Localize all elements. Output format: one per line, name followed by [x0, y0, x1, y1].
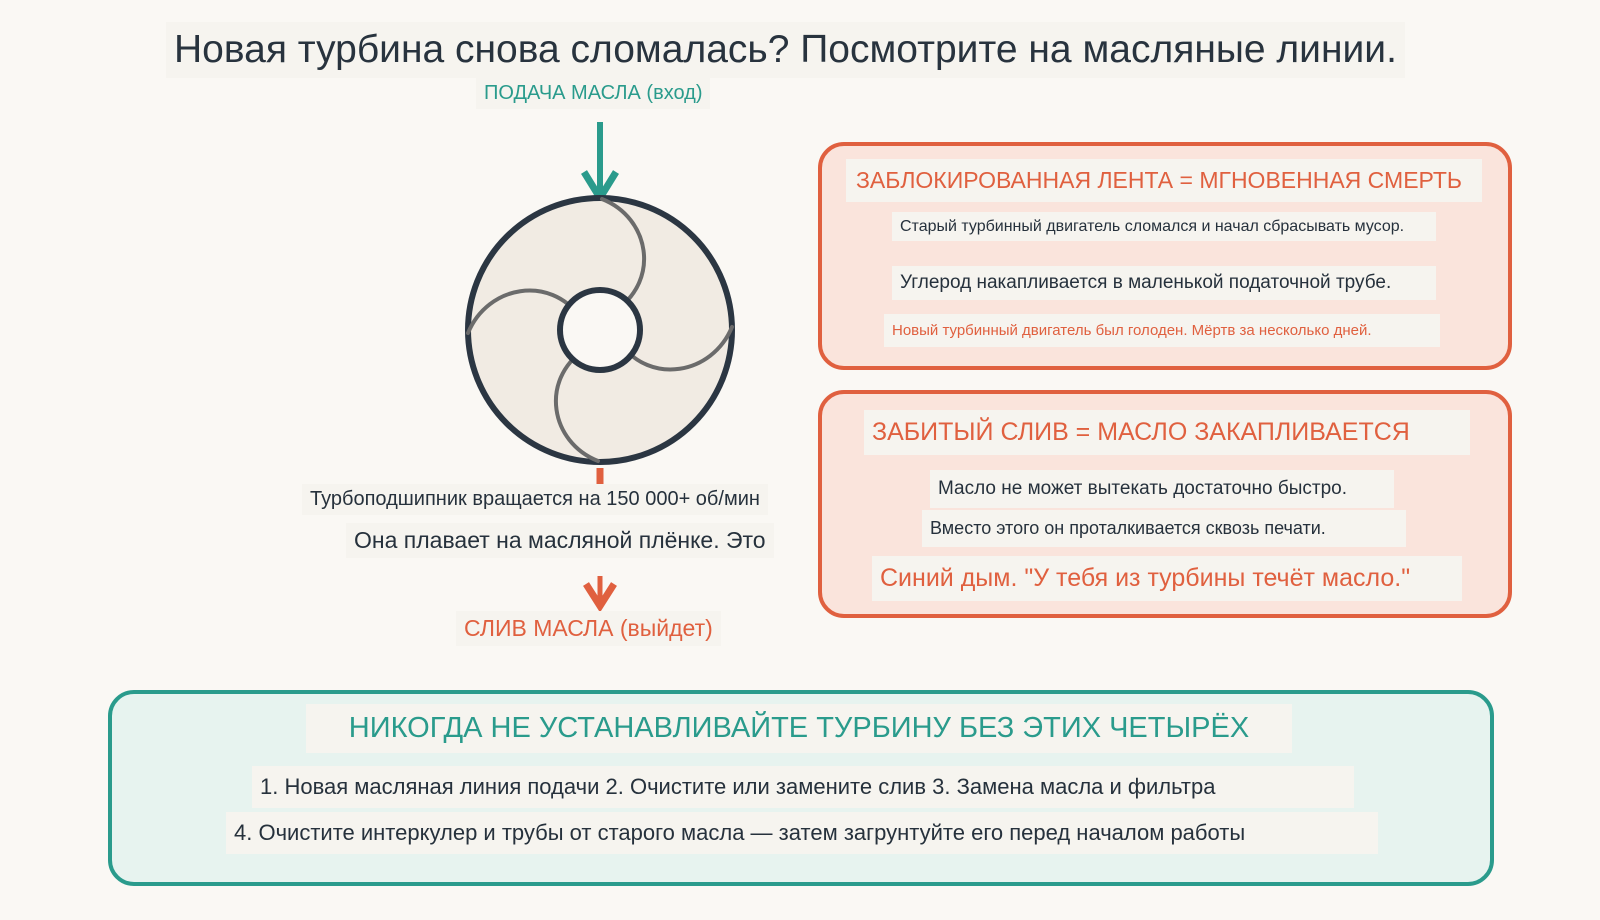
blocked-feed-heading: ЗАБЛОКИРОВАННАЯ ЛЕНТА = МГНОВЕННАЯ СМЕРТ… — [846, 159, 1482, 202]
turbo-shaft-hub — [557, 287, 643, 373]
oil-feed-label: ПОДАЧА МАСЛА (вход) — [476, 78, 711, 109]
bearing-oil-film-text: Она плавает на масляной плёнке. Это — [346, 523, 774, 558]
clogged-drain-text-1: Масло не может вытекать достаточно быстр… — [930, 470, 1394, 508]
clogged-drain-text-2: Вместо этого он проталкивается сквозь пе… — [922, 510, 1406, 547]
install-checklist-heading: НИКОГДА НЕ УСТАНАВЛИВАЙТЕ ТУРБИНУ БЕЗ ЭТ… — [306, 704, 1292, 753]
blocked-feed-text-1: Старый турбинный двигатель сломался и на… — [892, 212, 1436, 241]
page-title: Новая турбина снова сломалась? Посмотрит… — [166, 22, 1405, 78]
oil-feed-arrow — [581, 122, 619, 205]
bearing-speed-text: Турбоподшипник вращается на 150 000+ об/… — [302, 484, 768, 515]
blocked-feed-text-3: Новый турбинный двигатель был голоден. М… — [884, 314, 1440, 347]
install-checklist-items-1: 1. Новая масляная линия подачи 2. Очисти… — [252, 766, 1354, 808]
install-checklist-items-2: 4. Очистите интеркулер и трубы от старог… — [226, 812, 1378, 854]
blocked-feed-text-2: Углерод накапливается в маленькой подато… — [892, 266, 1436, 300]
clogged-drain-text-3: Синий дым. "У тебя из турбины течёт масл… — [872, 556, 1462, 601]
clogged-drain-heading: ЗАБИТЫЙ СЛИВ = МАСЛО ЗАКАПЛИВАЕТСЯ — [864, 410, 1470, 455]
oil-drain-arrow — [583, 576, 617, 613]
oil-drain-label: СЛИВ МАСЛА (выйдет) — [456, 611, 721, 646]
